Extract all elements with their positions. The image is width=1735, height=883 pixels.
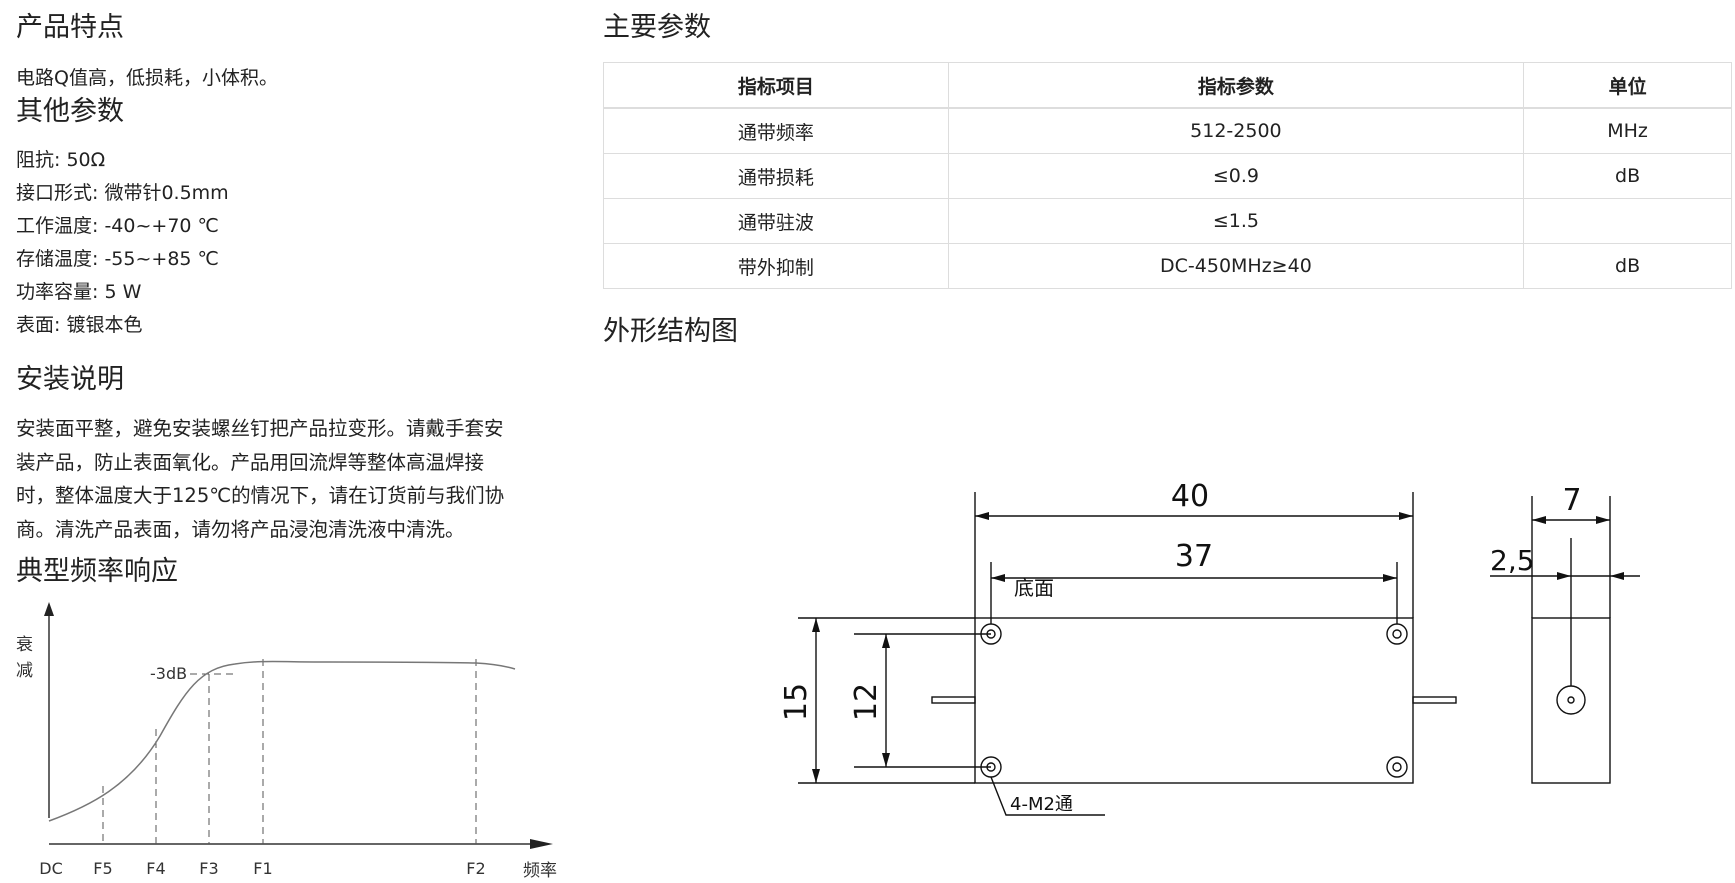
param-operating-temp: 工作温度: -40~+70 ℃: [16, 215, 219, 237]
main-params-title: 主要参数: [603, 12, 711, 43]
arrowheads: [812, 512, 1624, 783]
pin-right: [1412, 696, 1457, 704]
dim-text-40: 40: [1171, 479, 1209, 514]
drawing-title: 外形结构图: [603, 316, 738, 347]
arrow-37-left-icon: [991, 574, 1005, 582]
marker-3db: -3dB: [150, 664, 187, 683]
y-axis-arrow-icon: [44, 602, 54, 616]
tick-f1: F1: [253, 859, 272, 878]
pin-left: [931, 696, 976, 704]
arrow-40-left-icon: [975, 512, 989, 520]
table-cell: 通带损耗: [603, 153, 949, 199]
param-power: 功率容量: 5 W: [16, 281, 142, 303]
guide-lines: [102, 659, 477, 844]
table-cell: 512-2500: [947, 107, 1525, 154]
tick-f4: F4: [146, 859, 165, 878]
side-connector: [1556, 685, 1586, 715]
label-holes: 4-M2通: [1010, 794, 1073, 815]
arrow-15-top-icon: [812, 618, 820, 632]
right-column: 主要参数 指标项目 指标参数 单位 通带频率 512-2500 MHz 通带损耗…: [603, 0, 1733, 883]
arrow-7-right-icon: [1596, 516, 1610, 524]
arrow-7-left-icon: [1532, 516, 1546, 524]
arrow-12-top-icon: [882, 634, 890, 648]
y-label-top: 衰: [16, 635, 33, 655]
tick-f5: F5: [93, 859, 112, 878]
other-params-title: 其他参数: [16, 96, 124, 127]
response-curve: [48, 660, 516, 822]
table-cell: MHz: [1523, 107, 1732, 154]
table-row: 通带损耗 ≤0.9 dB: [603, 153, 1732, 199]
table-cell: 带外抑制: [603, 243, 949, 289]
install-line: 安装面平整，避免安装螺丝钉把产品拉变形。请戴手套安: [16, 417, 504, 440]
x-axis-arrow-icon: [530, 839, 553, 849]
param-surface: 表面: 镀银本色: [16, 314, 143, 336]
table-cell: DC-450MHz≥40: [947, 243, 1525, 289]
left-column: 产品特点 电路Q值高，低损耗，小体积。 其他参数 阻抗: 50Ω 接口形式: 微…: [0, 0, 560, 883]
hole-bottom-right: [1386, 756, 1408, 778]
tick-f2: F2: [466, 859, 485, 878]
arrow-37-right-icon: [1383, 574, 1397, 582]
dim-text-7: 7: [1562, 483, 1581, 518]
side-connector-pin: [1567, 696, 1575, 704]
install-line: 时，整体温度大于125℃的情况下，请在订货前与我们协: [16, 484, 505, 507]
table-cell: 通带频率: [603, 107, 949, 154]
table-cell: [1523, 198, 1732, 244]
table-cell: dB: [1523, 153, 1732, 199]
features-title: 产品特点: [16, 12, 124, 43]
table-cell: 通带驻波: [603, 198, 949, 244]
body-outline: [974, 617, 1414, 784]
header-unit: 单位: [1523, 62, 1732, 109]
features-text: 电路Q值高，低损耗，小体积。: [16, 67, 278, 89]
table-cell: ≤0.9: [947, 153, 1525, 199]
holes-leader: [990, 776, 1105, 816]
response-title: 典型频率响应: [16, 556, 178, 587]
outline-drawing: 40 37 15 12 7 2,5 底面 底面 4-M2通: [779, 479, 1640, 816]
y-label-bottom: 减: [16, 661, 33, 681]
table-cell: ≤1.5: [947, 198, 1525, 244]
tick-f3: F3: [199, 859, 218, 878]
hole-top-right: [1386, 623, 1408, 645]
arrow-15-bottom-icon: [812, 769, 820, 783]
arrow-40-right-icon: [1399, 512, 1413, 520]
table-cell: dB: [1523, 243, 1732, 289]
table-row: 通带驻波 ≤1.5: [603, 198, 1732, 244]
param-storage-temp: 存储温度: -55~+85 ℃: [16, 248, 219, 270]
table-row: 带外抑制 DC-450MHz≥40 dB: [603, 243, 1732, 289]
arrow-2-5-left-icon: [1557, 572, 1571, 580]
params-table: 指标项目 指标参数 单位 通带频率 512-2500 MHz 通带损耗 ≤0.9…: [603, 62, 1732, 289]
dim-text-2-5: 2,5: [1490, 544, 1535, 577]
frequency-response-chart: 衰 减 -3dB DC F5 F4 F3 F1 F2 频率: [16, 602, 557, 881]
dim-text-15: 15: [779, 683, 814, 721]
hole-top-right-inner: [1392, 629, 1402, 639]
dim-text-12: 12: [849, 683, 884, 721]
table-header-row: 指标项目 指标参数 单位: [603, 62, 1732, 109]
x-axis-label: 频率: [523, 861, 557, 881]
hole-bottom-right-inner: [1392, 762, 1402, 772]
param-impedance: 阻抗: 50Ω: [16, 149, 106, 171]
param-interface: 接口形式: 微带针0.5mm: [16, 182, 229, 204]
install-line: 装产品，防止表面氧化。产品用回流焊等整体高温焊接: [16, 450, 485, 474]
arrow-12-bottom-icon: [882, 753, 890, 767]
table-row: 通带频率 512-2500 MHz: [603, 107, 1732, 154]
tick-dc: DC: [39, 859, 63, 878]
arrow-2-5-right-icon: [1610, 572, 1624, 580]
dim-text-37: 37: [1175, 539, 1213, 574]
header-value: 指标参数: [947, 62, 1525, 109]
other-params-list: 阻抗: 50Ω 接口形式: 微带针0.5mm 工作温度: -40~+70 ℃ 存…: [16, 144, 229, 342]
install-line: 商。清洗产品表面，请勿将产品浸泡清洗液中清洗。: [16, 517, 465, 541]
label-bottom-face: 底面: [1014, 576, 1054, 600]
install-text: 安装面平整，避免安装螺丝钉把产品拉变形。请戴手套安 装产品，防止表面氧化。产品用…: [16, 412, 556, 546]
install-title: 安装说明: [16, 364, 124, 395]
header-item: 指标项目: [603, 62, 949, 109]
